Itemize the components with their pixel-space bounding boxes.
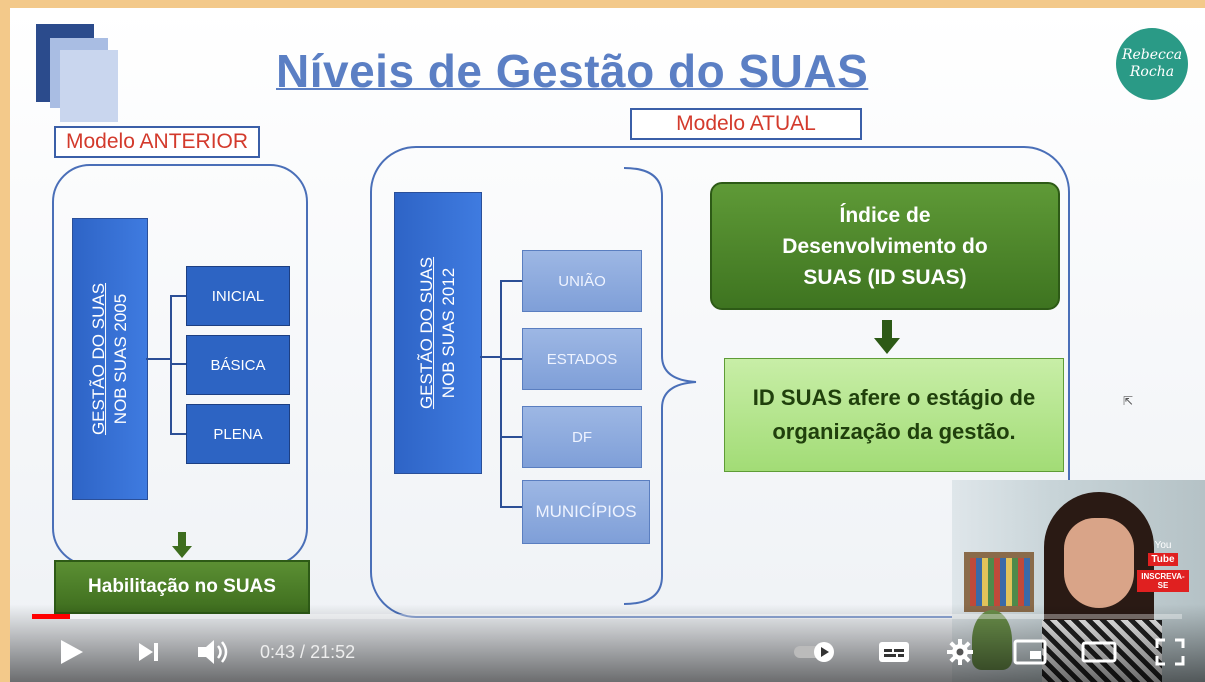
connector <box>146 358 170 360</box>
slide-title: Níveis de Gestão do SUAS <box>276 45 869 97</box>
level-box-estados: ESTADOS <box>522 328 642 390</box>
presenter-face <box>1064 518 1134 608</box>
badge-tube: Tube <box>1148 553 1178 566</box>
brace-icon <box>620 166 700 606</box>
settings-button[interactable] <box>942 634 978 670</box>
next-button[interactable] <box>132 634 166 670</box>
time-display: 0:43 / 21:52 <box>260 642 355 663</box>
miniplayer-button[interactable] <box>1010 634 1050 670</box>
logo-line2: Rocha <box>1129 64 1175 80</box>
current-time: 0:43 <box>260 642 296 662</box>
theater-icon <box>1081 641 1117 663</box>
level-box-plena: PLENA <box>186 404 290 464</box>
volume-icon <box>198 640 228 664</box>
connector <box>500 436 522 438</box>
subtitles-button[interactable] <box>874 634 914 670</box>
play-icon <box>61 640 83 664</box>
bar-line2: NOB SUAS 2012 <box>439 267 458 399</box>
connector <box>500 506 522 508</box>
bar-line1: GESTÃO DO SUAS <box>89 282 108 436</box>
badge-you: You <box>1154 540 1172 551</box>
subscribe-badge: You Tube INSCREVA-SE <box>1137 540 1189 592</box>
autoplay-toggle[interactable] <box>790 634 842 670</box>
subtitles-icon <box>879 642 909 662</box>
bar-line2: NOB SUAS 2005 <box>111 293 130 425</box>
bar-line1: GESTÃO DO SUAS <box>417 256 436 410</box>
level-box-municipios: MUNICÍPIOS <box>522 480 650 544</box>
connector <box>170 363 186 365</box>
level-box-uniao: UNIÃO <box>522 250 642 312</box>
id-suas-description-box: ID SUAS afere o estágio de organização d… <box>724 358 1064 472</box>
logo-line1: Rebecca <box>1121 47 1183 63</box>
connector <box>500 358 522 360</box>
play-button[interactable] <box>54 634 90 670</box>
arrow-down-icon <box>172 532 192 560</box>
level-box-inicial: INICIAL <box>186 266 290 326</box>
next-icon <box>139 643 158 661</box>
connector <box>480 356 502 358</box>
arrow-down-icon <box>874 320 900 356</box>
progress-bar[interactable] <box>32 614 1182 619</box>
controls-gradient <box>10 604 1205 682</box>
index-box-text: Índice de Desenvolvimento do SUAS (ID SU… <box>782 203 988 289</box>
mouse-cursor-icon: ⇱ <box>1123 394 1134 408</box>
connector <box>170 433 186 435</box>
played-bar <box>32 614 70 619</box>
connector <box>170 295 186 297</box>
decor-square <box>60 50 118 122</box>
label-current-model: Modelo ATUAL <box>630 108 862 140</box>
time-separator: / <box>295 642 311 662</box>
index-box: Índice de Desenvolvimento do SUAS (ID SU… <box>710 182 1060 310</box>
theater-mode-button[interactable] <box>1078 634 1120 670</box>
connector <box>500 280 502 506</box>
fullscreen-button[interactable] <box>1150 634 1190 670</box>
level-box-basica: BÁSICA <box>186 335 290 395</box>
label-previous-model: Modelo ANTERIOR <box>54 126 261 158</box>
miniplayer-icon <box>1013 639 1047 665</box>
level-box-df: DF <box>522 406 642 468</box>
duration: 21:52 <box>310 642 356 662</box>
books <box>970 558 1030 606</box>
autoplay-icon <box>794 642 834 662</box>
badge-subscribe: INSCREVA-SE <box>1137 570 1189 592</box>
fullscreen-icon <box>1155 638 1185 666</box>
volume-button[interactable] <box>194 634 234 670</box>
connector <box>500 280 522 282</box>
gear-icon <box>947 639 973 665</box>
id-suas-description-text: ID SUAS afere o estágio de organização d… <box>752 385 1036 444</box>
